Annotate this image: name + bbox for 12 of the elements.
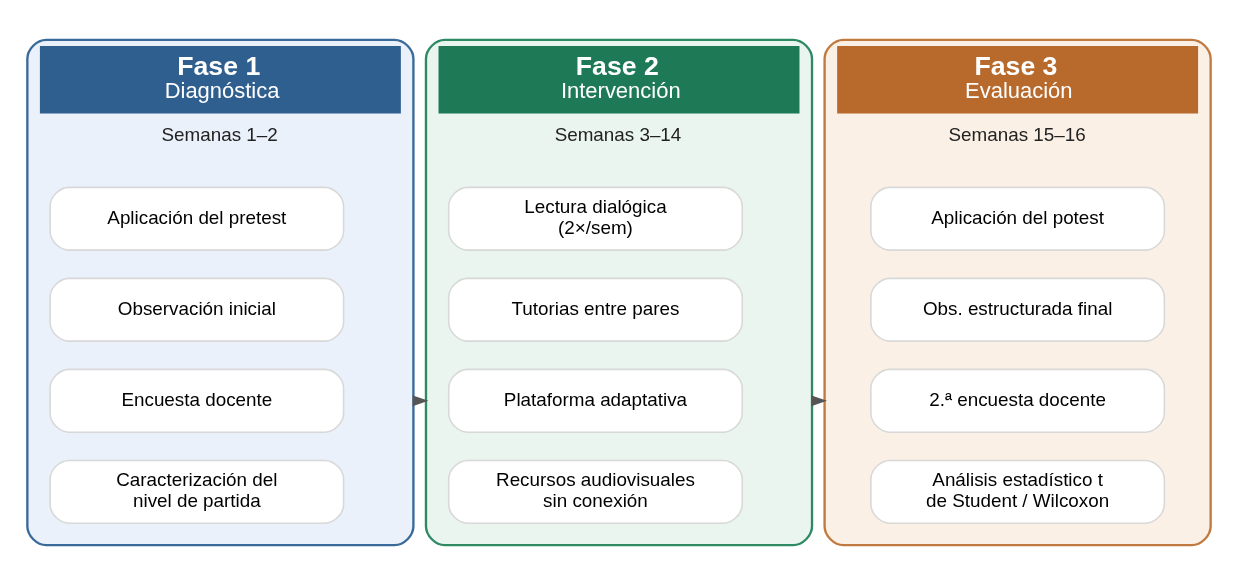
- node-box: Obs. estructurada final: [870, 277, 1166, 342]
- node-box: Recursos audiovisuales sin conexión: [447, 459, 743, 524]
- node-box: Observación inicial: [49, 277, 345, 342]
- node-box: Tutorias entre pares: [447, 277, 743, 342]
- node-box: Aplicación del pretest: [49, 186, 345, 251]
- node-box: Plataforma adaptativa: [447, 368, 743, 433]
- node-box: Caracterización del nivel de partida: [49, 459, 345, 524]
- node-box: 2.ª encuesta docente: [870, 368, 1166, 433]
- node-box: Encuesta docente: [49, 368, 345, 433]
- node-box: Análisis estadístico t de Student / Wilcoxon: [870, 459, 1166, 524]
- node-box: Lectura dialógica (2×/sem): [447, 186, 743, 251]
- node-box: Aplicación del potest: [870, 186, 1166, 251]
